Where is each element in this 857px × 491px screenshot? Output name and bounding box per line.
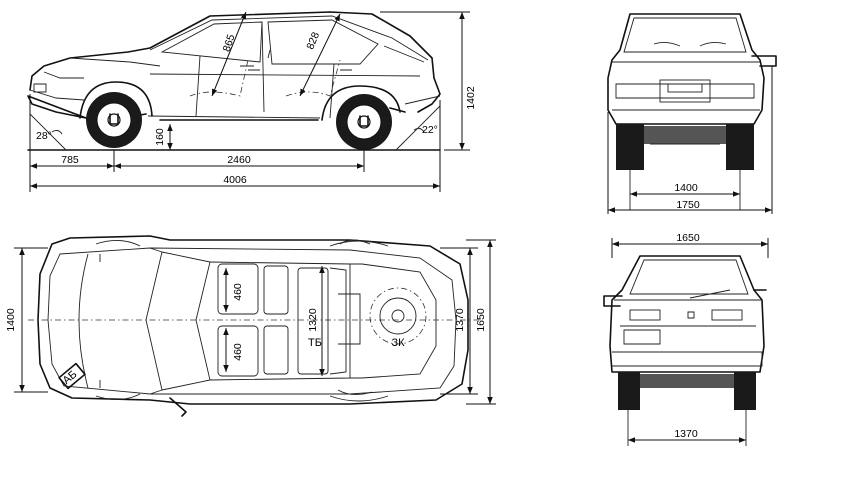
spare-wheel (369, 287, 427, 345)
side-height-label: 1402 (465, 86, 477, 110)
rear-track-label: 1400 (674, 182, 698, 194)
side-body-outline (27, 11, 441, 121)
front-wheel (86, 92, 142, 148)
rear-view: 1400 1750 (607, 13, 777, 214)
overall-width-label: 1650 (475, 308, 487, 332)
top-width-inner-label: 1400 (5, 308, 17, 332)
fuel-tank-label: ТБ (308, 337, 322, 349)
seat-front-label: 460 (232, 283, 244, 301)
top-view: АБ ТБ ЗК 460 460 1320 1400 1370 1650 (5, 235, 496, 417)
wheelbase-label: 2460 (227, 154, 251, 166)
front-seat-label: 865 (221, 33, 238, 54)
front-overhang-label: 785 (61, 154, 79, 166)
spare-wheel-label: ЗК (391, 337, 405, 349)
departure-angle-label: 22° (422, 124, 438, 136)
front-view: 1650 1370 (603, 232, 769, 446)
length-label: 4006 (223, 174, 247, 186)
approach-angle-label: 28° (36, 130, 52, 142)
front-width-label: 1650 (676, 232, 700, 244)
seat-rear-label: 460 (232, 343, 244, 361)
battery-box (58, 362, 86, 390)
front-track-label: 1370 (674, 428, 698, 440)
rear-seat-label: 828 (304, 30, 322, 51)
interior-width-label: 1370 (454, 308, 466, 332)
rear-wheel (336, 94, 392, 150)
ground-clearance-label: 160 (154, 128, 166, 146)
interior-length-label: 1320 (307, 308, 319, 332)
side-view: 1402 785 2460 4006 28° 22° 160 865 828 (27, 11, 477, 192)
rear-width-label: 1750 (676, 199, 700, 211)
top-body-outline (37, 235, 469, 405)
